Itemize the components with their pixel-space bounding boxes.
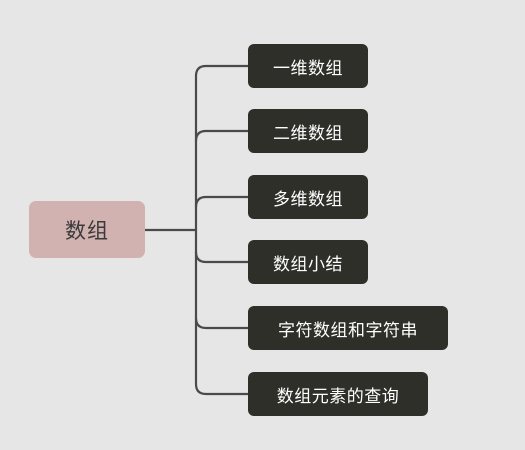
child-node-4[interactable]: 数组小结 [248, 240, 368, 284]
root-node[interactable]: 数组 [29, 201, 145, 258]
child-node-6[interactable]: 数组元素的查询 [248, 372, 428, 416]
connector-branch-6 [194, 316, 250, 396]
connector-branch-2 [194, 129, 250, 143]
child-node-3[interactable]: 多维数组 [248, 175, 368, 219]
connector-branch-1 [194, 64, 250, 232]
connector-branch-4 [194, 228, 250, 264]
child-node-2[interactable]: 二维数组 [248, 109, 368, 153]
connector-branch-5 [194, 250, 250, 330]
child-node-5[interactable]: 字符数组和字符串 [248, 306, 448, 350]
child-node-1[interactable]: 一维数组 [248, 44, 368, 88]
connector-branch-3 [194, 195, 250, 209]
